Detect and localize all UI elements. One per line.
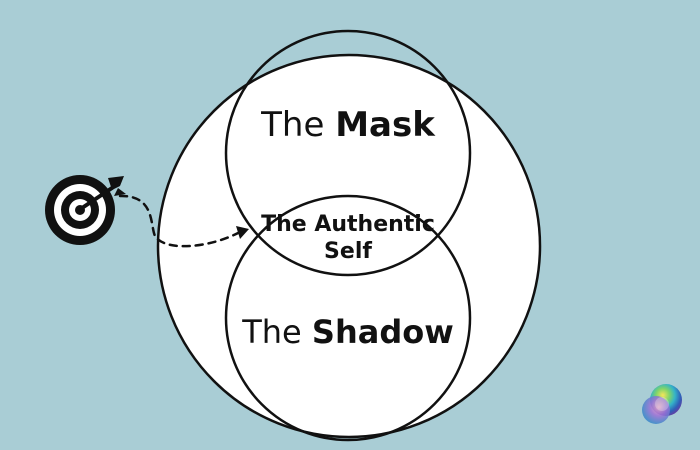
outer-circle	[156, 53, 542, 439]
mask-circle	[224, 29, 472, 277]
shadow-label-regular: The	[241, 313, 312, 351]
dashed-arrow-head	[236, 226, 249, 239]
shadow-label: The Shadow	[241, 313, 454, 351]
dashed-arrow-path	[118, 194, 242, 248]
shadow-circle	[224, 194, 472, 442]
target-icon	[45, 175, 126, 245]
mask-label: The Mask	[260, 105, 436, 145]
mask-label-bold: Mask	[335, 105, 436, 145]
globe-logo-icon	[642, 384, 682, 424]
shadow-label-bold: Shadow	[312, 313, 454, 351]
mask-label-regular: The	[260, 105, 335, 145]
authentic-self-label-line2: Self	[324, 239, 372, 264]
authentic-self-label-line1: The Authentic	[261, 212, 435, 237]
